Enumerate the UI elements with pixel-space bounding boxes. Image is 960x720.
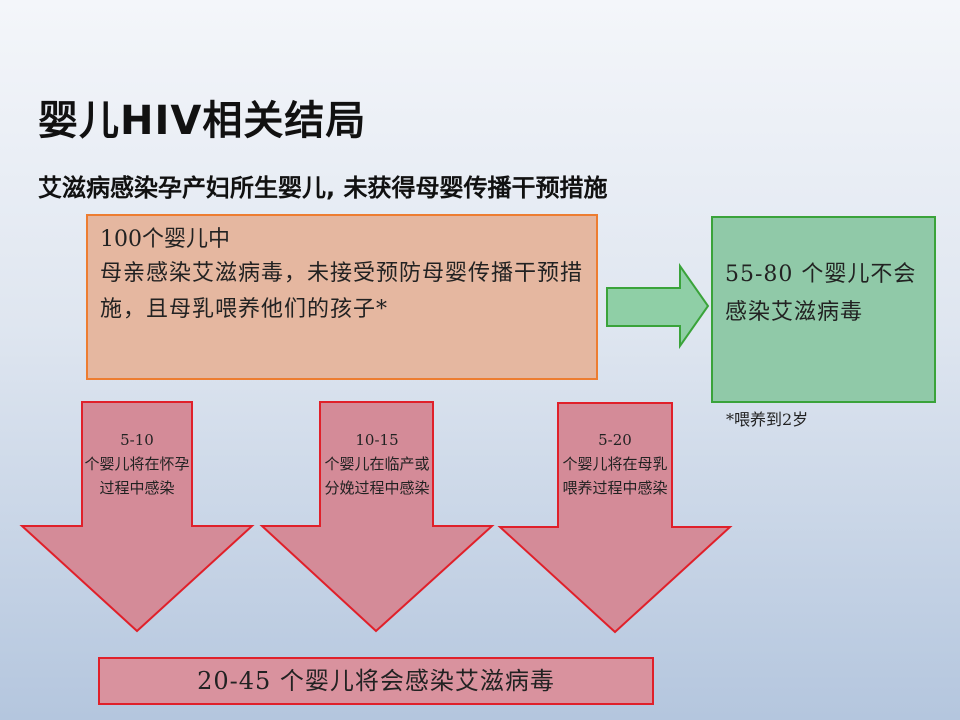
arrow-label-pregnancy: 5-10 个婴儿将在怀孕过程中感染 xyxy=(82,428,192,500)
no-infection-box: 55-80 个婴儿不会感染艾滋病毒 xyxy=(711,216,936,403)
arrow-range: 5-10 xyxy=(120,431,154,449)
arrow-text: 个婴儿在临产或分娩过程中感染 xyxy=(324,455,430,497)
arrow-label-delivery: 10-15 个婴儿在临产或分娩过程中感染 xyxy=(322,428,432,500)
arrow-text: 个婴儿将在母乳喂养过程中感染 xyxy=(562,455,668,497)
result-box: 20-45 个婴儿将会感染艾滋病毒 xyxy=(98,657,654,705)
arrow-range: 10-15 xyxy=(355,431,399,449)
source-box: 100个婴儿中 母亲感染艾滋病毒，未接受预防母婴传播干预措施，且母乳喂养他们的孩… xyxy=(86,214,598,380)
slide-subtitle: 艾滋病感染孕产妇所生婴儿, 未获得母婴传播干预措施 xyxy=(38,174,608,202)
down-arrow-breastfeeding xyxy=(497,402,733,634)
footnote: *喂养到2岁 xyxy=(726,410,809,429)
arrow-range: 5-20 xyxy=(598,431,632,449)
right-arrow xyxy=(606,262,710,350)
down-arrow-delivery xyxy=(259,401,495,633)
slide-title: 婴儿HIV相关结局 xyxy=(38,98,367,144)
source-box-heading: 100个婴儿中 xyxy=(100,227,230,252)
arrow-text: 个婴儿将在怀孕过程中感染 xyxy=(84,455,190,497)
down-arrow-pregnancy xyxy=(19,401,255,633)
arrow-label-breastfeeding: 5-20 个婴儿将在母乳喂养过程中感染 xyxy=(560,428,670,500)
source-box-body: 母亲感染艾滋病毒，未接受预防母婴传播干预措施，且母乳喂养他们的孩子* xyxy=(100,261,584,322)
